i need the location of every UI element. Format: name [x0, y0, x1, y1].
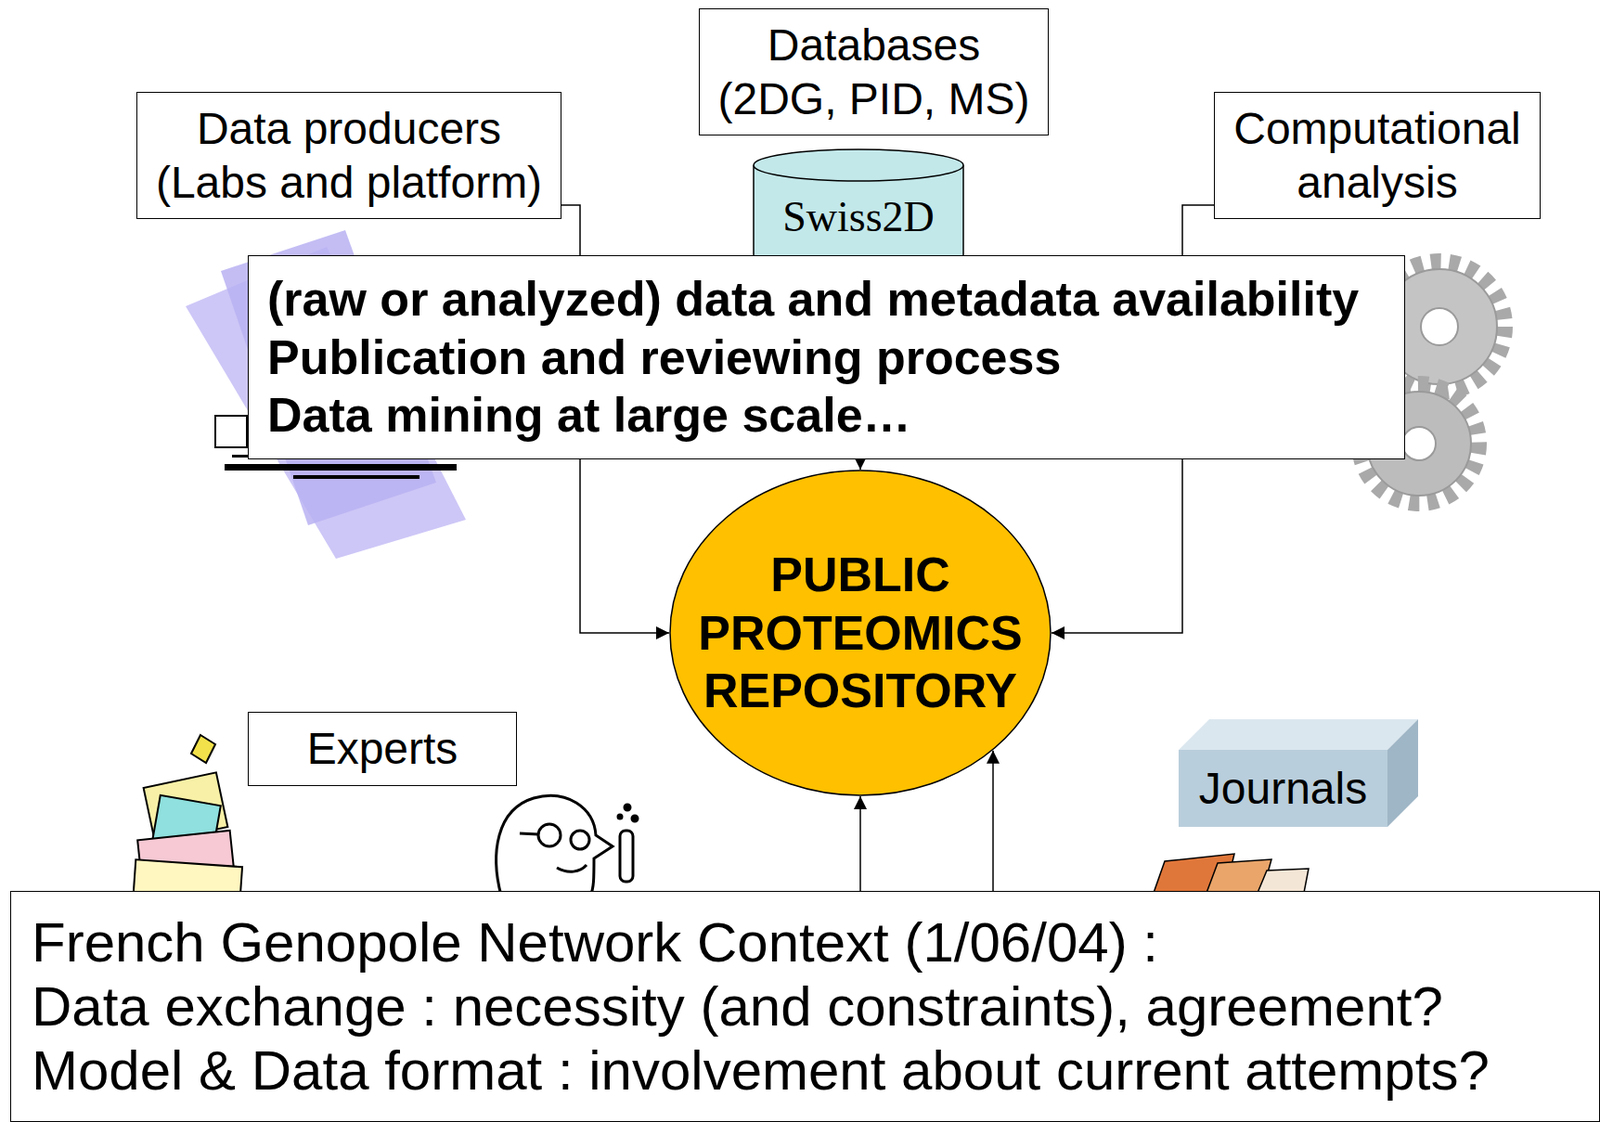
node-text: Experts: [307, 722, 459, 776]
node-text: Data producers (Labs and platform): [146, 102, 552, 209]
context-box: French Genopole Network Context (1/06/04…: [10, 890, 1600, 1122]
node-text: Data exchange : necessity (and constrain…: [31, 974, 1444, 1039]
node-text: Data mining at large scale…: [267, 386, 912, 444]
documents-clipart: [133, 735, 243, 900]
node-text: Swiss2D: [782, 191, 935, 243]
node-text: Publication and reviewing process: [267, 328, 1061, 387]
node-text: Model & Data format : involvement about …: [31, 1038, 1490, 1103]
journals-box: Journals: [1178, 719, 1419, 827]
node-text: French Genopole Network Context (1/06/04…: [31, 910, 1159, 975]
issues-box: (raw or analyzed) data and metadata avai…: [247, 255, 1406, 460]
node-text: (raw or analyzed) data and metadata avai…: [267, 270, 1359, 328]
analysis-box: Computational analysis: [1213, 91, 1541, 220]
experts-box: Experts: [247, 711, 517, 787]
repository-circle: PUBLIC PROTEOMICS REPOSITORY: [669, 469, 1052, 797]
node-text: Journals: [1199, 761, 1368, 816]
node-text: PUBLIC PROTEOMICS REPOSITORY: [679, 545, 1042, 720]
producer-box: Data producers (Labs and platform): [136, 91, 562, 220]
database-box: Databases (2DG, PID, MS): [698, 8, 1049, 136]
scientist-clipart: [496, 795, 638, 896]
arrow-connector: [992, 750, 994, 891]
node-text: Computational analysis: [1224, 102, 1531, 209]
books-clipart: [1153, 853, 1309, 893]
node-text: Databases (2DG, PID, MS): [709, 18, 1039, 126]
arrow-connector: [859, 796, 862, 891]
